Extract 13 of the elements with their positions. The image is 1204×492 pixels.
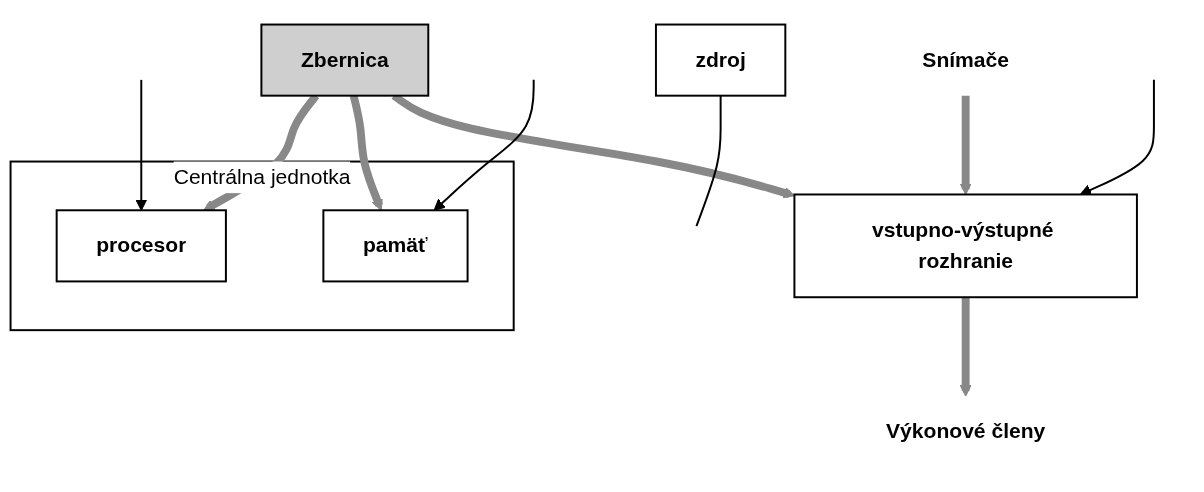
node-text: Snímače xyxy=(922,48,1010,71)
node-text: Výkonové členy xyxy=(886,419,1046,443)
arrow xyxy=(433,79,535,211)
node-box: pamäť xyxy=(322,209,469,283)
connector xyxy=(695,94,722,228)
node-box: vstupno-výstupné rozhranie xyxy=(793,193,1138,299)
node-box: Zbernica xyxy=(260,23,430,97)
arrow xyxy=(135,79,148,211)
arrow xyxy=(349,94,383,211)
node-box: zdroj xyxy=(654,23,787,97)
arrow xyxy=(959,297,972,397)
arrow xyxy=(1079,79,1155,196)
node-box: procesor xyxy=(55,209,227,283)
